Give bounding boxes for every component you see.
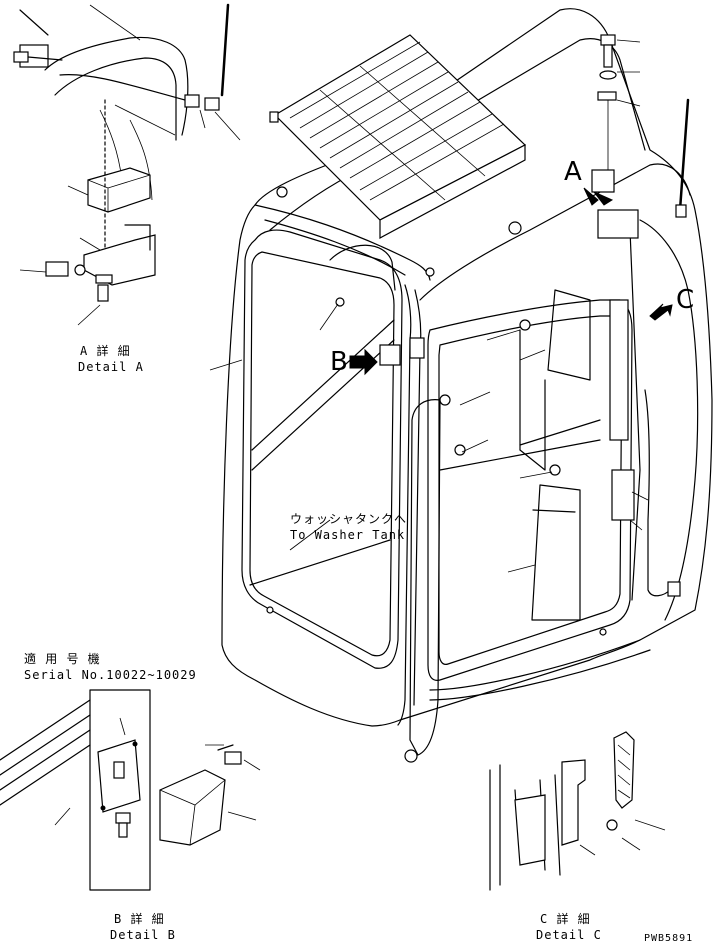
detail-a-title-jp: A 詳 細 — [80, 344, 131, 358]
detail-b-assembly — [0, 689, 261, 891]
arrow-a — [583, 187, 599, 206]
arrow-c — [649, 303, 673, 321]
arrow-b — [349, 348, 378, 376]
serial-label-jp: 適 用 号 機 — [24, 652, 101, 666]
detail-c-title-jp: C 詳 細 — [540, 912, 591, 926]
callout-c-letter: C — [676, 285, 695, 315]
callout-a-letter: A — [564, 157, 582, 187]
callout-b-letter: B — [330, 347, 348, 377]
detail-b-title-jp: B 詳 細 — [114, 912, 165, 926]
leader-lines — [209, 303, 649, 573]
detail-a-title-en: Detail A — [78, 360, 144, 374]
serial-label-en: Serial No.10022~10029 — [24, 668, 197, 682]
washer-tank-note-jp: ウォッシャタンクへ — [290, 512, 408, 526]
detail-c-assembly — [489, 731, 666, 891]
top-bolt-stack — [591, 34, 641, 206]
washer-tank-note-en: To Washer Tank — [290, 528, 406, 542]
callout-arrows — [349, 187, 673, 376]
drawing-number: PWB5891 — [644, 933, 694, 944]
detail-b-title-en: Detail B — [110, 928, 176, 942]
detail-c-title-en: Detail C — [536, 928, 602, 942]
roof-grille — [269, 34, 527, 240]
detail-a-assembly — [13, 3, 241, 326]
cab-body — [221, 8, 713, 763]
